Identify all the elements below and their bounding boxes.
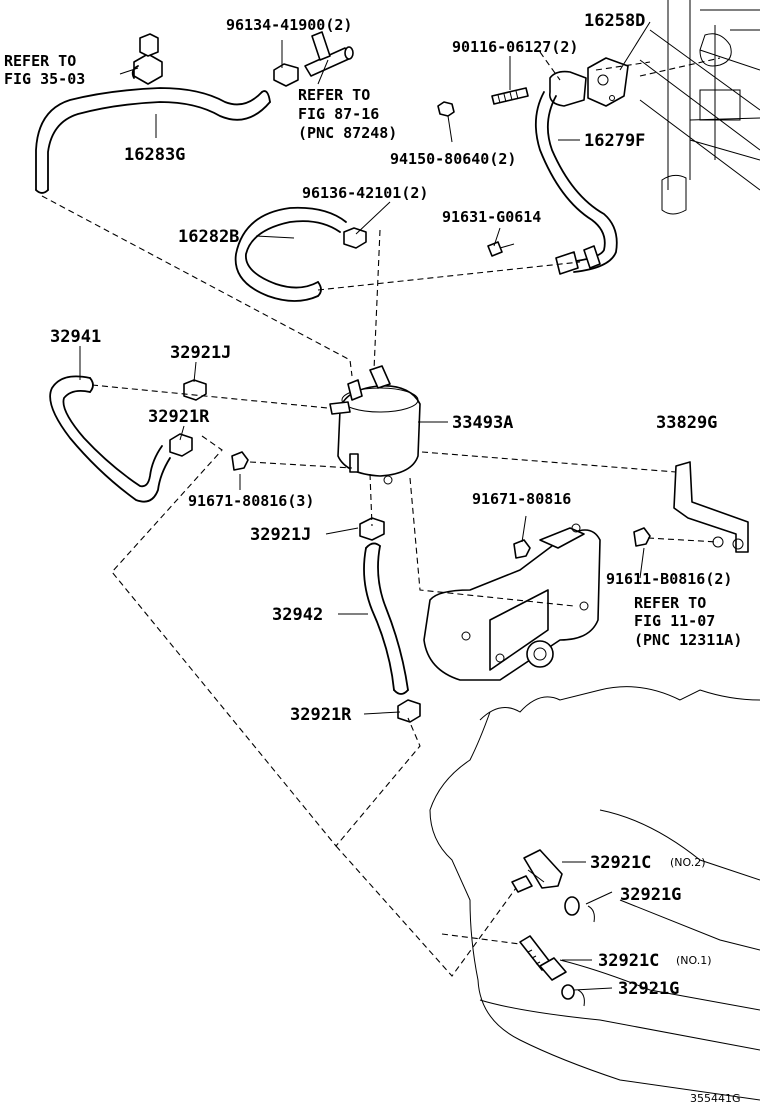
label-96134-41900: 96134-41900(2) xyxy=(226,16,352,34)
label-91631-g0614: 91631-G0614 xyxy=(442,208,541,226)
label-32921c-no1: 32921C (NO.1) xyxy=(598,951,712,971)
svg-text:(NO.1): (NO.1) xyxy=(676,954,712,967)
svg-text:FIG 87-16: FIG 87-16 xyxy=(298,105,379,123)
gasket-32921g-a xyxy=(564,896,595,923)
clamp-96134-41900 xyxy=(273,63,299,87)
gasket-32921g-b xyxy=(561,984,585,1007)
label-refer-fig-11-07: REFER TO FIG 11-07 (PNC 12311A) xyxy=(634,594,742,649)
svg-text:FIG 35-03: FIG 35-03 xyxy=(4,70,85,88)
engine-block-bottom xyxy=(429,686,760,1101)
hose-32942 xyxy=(363,542,409,695)
union-fitting xyxy=(304,31,354,77)
clamp-96136-42101 xyxy=(343,227,367,249)
label-96136-42101: 96136-42101(2) xyxy=(302,184,428,202)
hose-32941 xyxy=(49,375,171,503)
gasket-16258d xyxy=(587,57,629,107)
label-90116-06127: 90116-06127(2) xyxy=(452,38,578,56)
label-32921r-top: 32921R xyxy=(148,407,210,427)
label-refer-fig-87-16: REFER TO FIG 87-16 (PNC 87248) xyxy=(298,86,397,142)
bolt-91611-b0816 xyxy=(633,527,651,547)
pipe-16279f xyxy=(534,70,618,275)
nut-94150 xyxy=(437,101,455,117)
clamp-32921r-bottom xyxy=(397,699,421,723)
svg-text:32921C: 32921C xyxy=(598,951,659,971)
clip-bracket-refer-35-03 xyxy=(131,33,163,85)
clamp-32921j-top xyxy=(183,379,207,401)
connection-lines xyxy=(41,51,721,977)
label-32921g-b: 32921G xyxy=(618,979,679,999)
engine-block-top-right xyxy=(639,0,760,215)
leader-lines xyxy=(79,21,651,991)
label-91611-b0816: 91611-B0816(2) xyxy=(606,570,732,588)
stud-bolt-90116 xyxy=(491,87,529,105)
label-33829g: 33829G xyxy=(656,413,717,433)
label-16283g: 16283G xyxy=(124,145,185,165)
label-16279f: 16279F xyxy=(584,131,645,151)
label-91671-80816: 91671-80816 xyxy=(472,490,571,508)
bolt-91631 xyxy=(487,241,515,257)
bracket-33829g xyxy=(673,461,749,553)
label-16258d: 16258D xyxy=(584,11,645,31)
label-32941: 32941 xyxy=(50,327,101,347)
label-94150-80640: 94150-80640(2) xyxy=(390,150,516,168)
bolt-91671-80816-3 xyxy=(231,451,249,471)
label-32921c-no2: 32921C (NO.2) xyxy=(590,853,706,873)
svg-text:(NO.2): (NO.2) xyxy=(670,856,706,869)
illustration-code: 355441G xyxy=(690,1092,741,1105)
svg-text:REFER TO: REFER TO xyxy=(634,594,706,612)
clamp-32921r-top xyxy=(169,433,193,457)
label-16282b: 16282B xyxy=(178,227,239,247)
svg-text:REFER TO: REFER TO xyxy=(4,52,76,70)
label-refer-fig-35-03: REFER TO FIG 35-03 xyxy=(4,52,85,88)
label-91671-80816-3: 91671-80816(3) xyxy=(188,492,314,510)
label-32921g-a: 32921G xyxy=(620,885,681,905)
clamp-32921j-mid xyxy=(359,517,385,541)
svg-text:(PNC 12311A): (PNC 12311A) xyxy=(634,631,742,649)
label-32921r-bottom: 32921R xyxy=(290,705,352,725)
hose-16282b xyxy=(234,206,347,302)
label-32921j-mid: 32921J xyxy=(250,525,311,545)
label-32942: 32942 xyxy=(272,605,323,625)
hose-16283g xyxy=(35,87,271,194)
label-33493a: 33493A xyxy=(452,413,513,433)
canister-33493a xyxy=(329,365,421,485)
engine-mount-bracket xyxy=(423,523,601,681)
svg-text:REFER TO: REFER TO xyxy=(298,86,370,104)
bolt-91671-80816 xyxy=(513,539,531,559)
label-32921j-top: 32921J xyxy=(170,343,231,363)
union-32921c-no2 xyxy=(511,849,563,893)
svg-text:32921C: 32921C xyxy=(590,853,651,873)
svg-text:(PNC 87248): (PNC 87248) xyxy=(298,124,397,142)
svg-text:FIG 11-07: FIG 11-07 xyxy=(634,612,715,630)
union-32921c-no1 xyxy=(519,935,567,981)
